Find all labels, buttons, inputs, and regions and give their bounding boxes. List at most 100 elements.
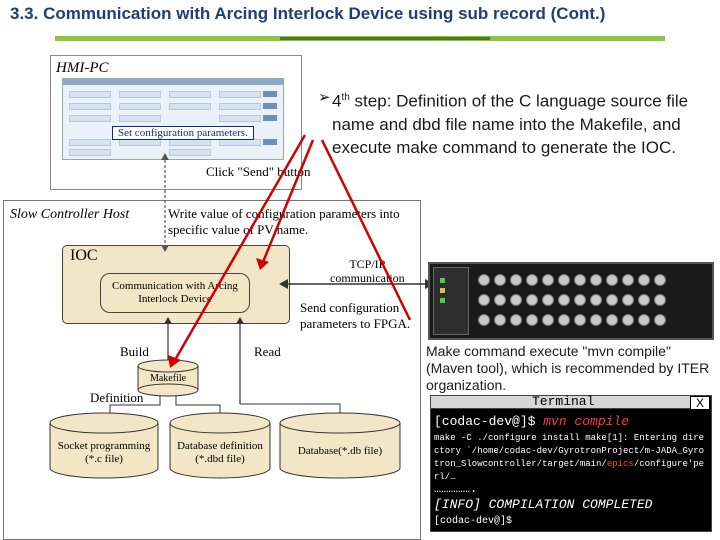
device-port	[606, 274, 618, 286]
hmi-send-button[interactable]	[263, 91, 277, 97]
terminal-prompt-end: [codac-dev@]$	[434, 516, 513, 527]
bullet-arrow-icon: ➢	[318, 89, 331, 106]
terminal-close-button[interactable]: X	[690, 396, 710, 410]
terminal-output-pre: make -C ./configure install make[1]: Ent…	[434, 433, 705, 469]
definition-label: Definition	[90, 390, 144, 405]
device-port	[622, 294, 634, 306]
device-port	[542, 314, 554, 326]
device-port	[558, 294, 570, 306]
hmi-field	[69, 103, 111, 110]
hmi-field	[219, 115, 261, 122]
hmi-field	[119, 115, 161, 122]
slow-controller-host-label: Slow Controller Host	[10, 207, 130, 222]
hmi-screenshot-header	[63, 79, 283, 85]
device-port	[558, 314, 570, 326]
device-port	[590, 294, 602, 306]
hmi-send-button[interactable]	[263, 115, 277, 121]
makefile-cylinder-base	[137, 383, 199, 397]
slide-title: 3.3. Communication with Arcing Interlock…	[10, 4, 606, 23]
database-definition-label: Database definition (*.dbd file)	[177, 440, 263, 465]
device-port	[638, 314, 650, 326]
red-pointer-makefile	[173, 134, 307, 361]
device-port	[606, 294, 618, 306]
tcp-ip-arrowhead-back	[279, 279, 288, 289]
device-port	[590, 274, 602, 286]
definition-arrow-right	[175, 396, 221, 418]
device-port	[654, 314, 666, 326]
device-port	[542, 274, 554, 286]
ioc-label: IOC	[70, 247, 98, 264]
device-port	[510, 274, 522, 286]
socket-cylinder-top	[49, 412, 159, 434]
device-port	[526, 294, 538, 306]
device-port	[494, 314, 506, 326]
click-send-label: Click "Send" button	[206, 164, 311, 179]
hmi-field	[119, 91, 161, 98]
terminal-output-post: /configure'perl/…	[434, 459, 705, 482]
device-led	[440, 288, 445, 293]
step-text: 4th step: Definition of the C language s…	[332, 86, 708, 159]
hmi-field	[119, 103, 161, 110]
terminal-dots: …………….	[434, 482, 478, 496]
device-port	[654, 274, 666, 286]
device-port	[478, 314, 490, 326]
hmi-field	[69, 149, 111, 156]
db-read-line	[240, 403, 341, 413]
step-suffix: th	[341, 92, 350, 103]
tcp-ip-text: TCP/IP communication	[330, 257, 405, 285]
device-port	[526, 314, 538, 326]
device-led	[440, 278, 445, 283]
set-config-callout: Set configuration parameters.	[112, 126, 254, 140]
build-label: Build	[120, 344, 149, 359]
red-pointer-ioc-head	[256, 258, 269, 270]
definition-arrow-left	[109, 396, 161, 418]
build-arrowhead	[164, 317, 172, 324]
terminal-output: make -C ./configure install make[1]: Ent…	[434, 432, 708, 484]
step-bullet: ➢ 4th step: Definition of the C language…	[318, 86, 708, 159]
hmi-send-button[interactable]	[263, 139, 277, 145]
device-port	[574, 274, 586, 286]
device-port	[526, 274, 538, 286]
hmi-field	[169, 91, 211, 98]
red-pointer-ioc	[261, 139, 315, 263]
database-file-label: Database(*.db file)	[297, 445, 383, 457]
socket-programming-label: Socket programming (*.c file)	[57, 440, 151, 465]
red-pointer-makefile-head	[168, 355, 181, 368]
tcp-ip-label: TCP/IP communication	[330, 257, 405, 285]
device-led	[440, 298, 445, 303]
device-port	[574, 314, 586, 326]
db-cylinder-top	[279, 412, 401, 434]
hmi-field	[69, 139, 111, 146]
terminal-result: [INFO] COMPILATION COMPLETED	[434, 497, 653, 512]
device-port	[638, 274, 650, 286]
hmi-field	[169, 149, 211, 156]
device-port	[494, 274, 506, 286]
device-port	[574, 294, 586, 306]
hmi-field	[219, 91, 261, 98]
terminal-prompt: [codac-dev@]$	[434, 414, 544, 429]
device-port	[590, 314, 602, 326]
arcing-interlock-device-photo	[428, 262, 714, 340]
hmi-pc-label: HMI-PC	[56, 60, 109, 76]
terminal-title: Terminal	[532, 394, 595, 409]
device-front-panel	[433, 267, 469, 335]
send-config-label: Send configuration parameters to FPGA.	[300, 300, 411, 331]
hmi-field	[219, 103, 261, 110]
read-arrowhead	[236, 317, 244, 324]
device-port	[558, 274, 570, 286]
device-port	[622, 274, 634, 286]
makefile-cylinder-top	[137, 359, 199, 373]
mvn-note: Make command execute "mvn compile" (Mave…	[426, 343, 710, 393]
hmi-field	[69, 91, 111, 98]
hmi-field	[169, 103, 211, 110]
step-description: step: Definition of the C language sourc…	[332, 91, 689, 157]
terminal-command-line: [codac-dev@]$ mvn compile	[434, 414, 629, 429]
terminal-output-highlight: epics	[606, 459, 634, 469]
device-port	[494, 294, 506, 306]
hmi-send-button[interactable]	[263, 103, 277, 109]
hmi-to-ioc-arrowhead	[161, 245, 169, 252]
device-port	[654, 294, 666, 306]
device-port	[638, 294, 650, 306]
dbd-cylinder-top	[169, 412, 271, 434]
